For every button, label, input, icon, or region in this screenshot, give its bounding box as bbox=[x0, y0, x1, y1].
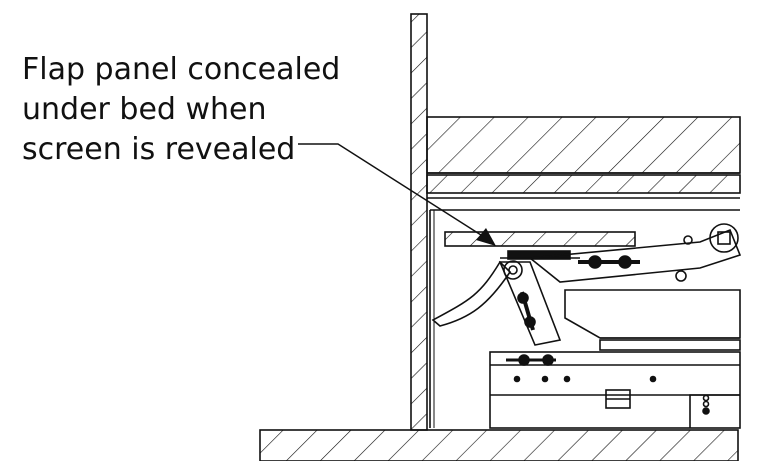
vertical-wall bbox=[410, 13, 428, 431]
flap-panel bbox=[444, 231, 636, 247]
horizontal-linkage bbox=[527, 228, 742, 283]
pivot-hub bbox=[709, 223, 739, 253]
leader-arrowhead bbox=[476, 228, 496, 246]
callout-line-3: screen is revealed bbox=[22, 132, 296, 167]
mechanism-box bbox=[489, 351, 741, 429]
callout-line-2: under bed when bbox=[22, 92, 267, 127]
callout-label: Flap panel concealed under bed when scre… bbox=[22, 50, 340, 170]
ceiling-band bbox=[426, 174, 741, 194]
leader-line bbox=[298, 143, 493, 243]
callout-line-1: Flap panel concealed bbox=[22, 52, 341, 87]
floor-slab bbox=[259, 429, 739, 461]
ceiling-block bbox=[426, 116, 741, 174]
vertical-linkage bbox=[498, 260, 562, 346]
curved-arm bbox=[431, 260, 512, 327]
